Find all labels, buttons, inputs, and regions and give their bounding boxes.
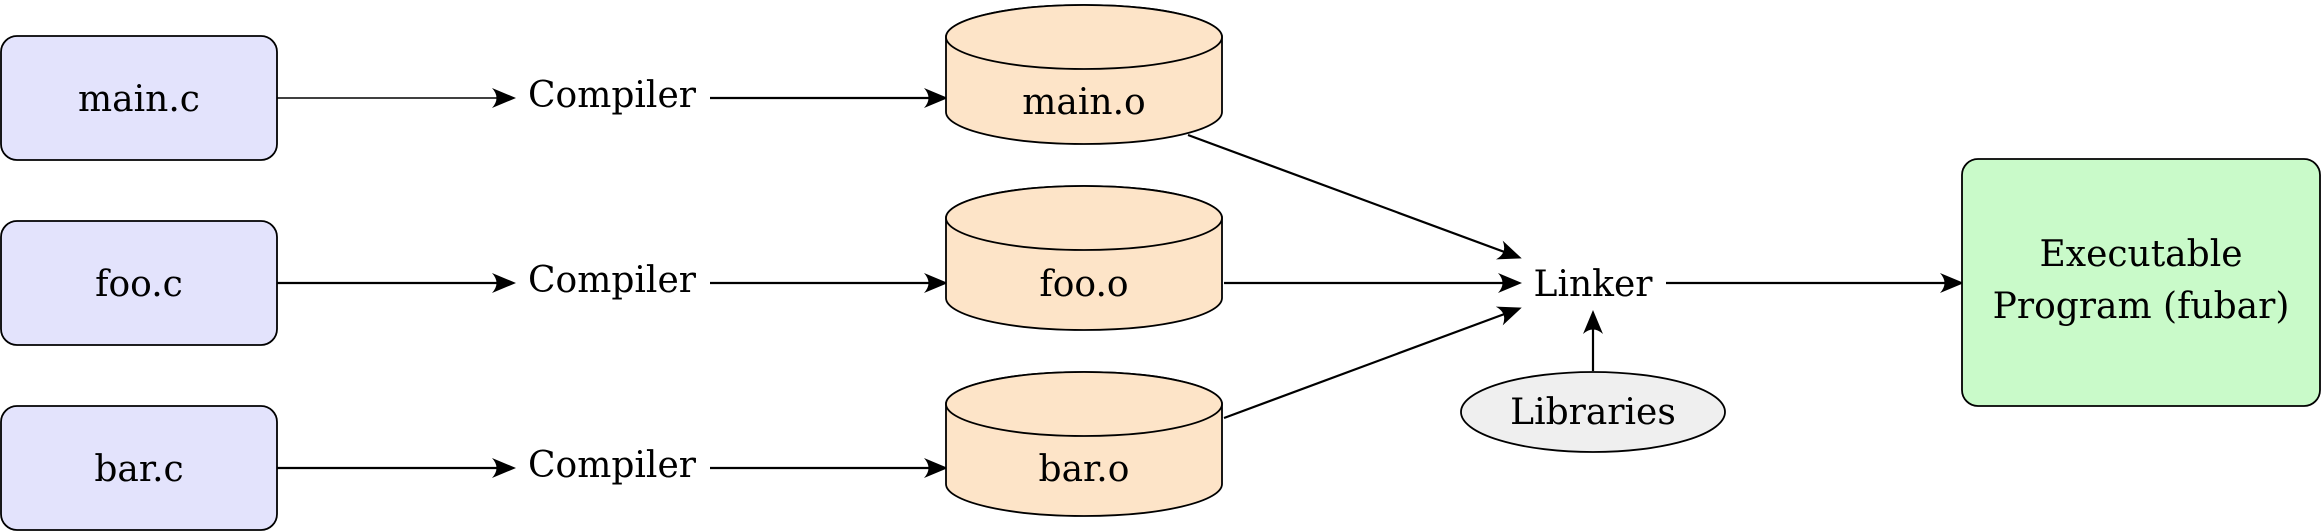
source-files: main.c foo.c bar.c bbox=[0, 35, 278, 531]
source-file-box bbox=[0, 220, 278, 346]
object-file-label: bar.o bbox=[1039, 449, 1130, 490]
compiler-label-bar: Compiler bbox=[528, 445, 697, 486]
edge-bar-o-to-linker bbox=[1223, 306, 1522, 420]
libraries-ellipse bbox=[1460, 371, 1726, 453]
linker: Linker bbox=[1534, 264, 1654, 305]
executable-program-label-line2: Program (fubar) bbox=[1993, 286, 2290, 327]
source-file-main-c: main.c bbox=[0, 35, 278, 161]
edge-main-o-to-linker bbox=[1187, 133, 1522, 260]
linker-label: Linker bbox=[1534, 264, 1654, 305]
object-file-cylinder-top bbox=[945, 4, 1223, 70]
object-file-cylinder-top bbox=[945, 185, 1223, 251]
source-file-label: main.c bbox=[78, 79, 200, 120]
libraries: Libraries bbox=[1460, 371, 1726, 453]
object-file-foo-o: foo.o bbox=[945, 185, 1223, 331]
source-file-box bbox=[0, 35, 278, 161]
object-file-label: main.o bbox=[1022, 82, 1145, 123]
object-file-main-o: main.o bbox=[945, 4, 1223, 145]
executable-program-label-line1: Executable bbox=[2039, 234, 2242, 275]
executable-program-box bbox=[1961, 158, 2321, 407]
object-files: main.o foo.o bar.o bbox=[945, 4, 1223, 517]
executable-program: Executable Program (fubar) bbox=[1961, 158, 2321, 407]
object-file-cylinder-top bbox=[945, 371, 1223, 437]
libraries-label: Libraries bbox=[1510, 392, 1676, 433]
source-file-box bbox=[0, 405, 278, 531]
source-file-label: foo.c bbox=[95, 264, 183, 305]
compiler-label-main: Compiler bbox=[528, 75, 697, 116]
source-file-foo-c: foo.c bbox=[0, 220, 278, 346]
edges bbox=[277, 88, 1964, 478]
object-file-label: foo.o bbox=[1039, 264, 1128, 305]
source-file-label: bar.c bbox=[94, 449, 183, 490]
compilers: Compiler Compiler Compiler bbox=[528, 75, 697, 486]
object-file-bar-o: bar.o bbox=[945, 371, 1223, 517]
compiler-label-foo: Compiler bbox=[528, 260, 697, 301]
source-file-bar-c: bar.c bbox=[0, 405, 278, 531]
